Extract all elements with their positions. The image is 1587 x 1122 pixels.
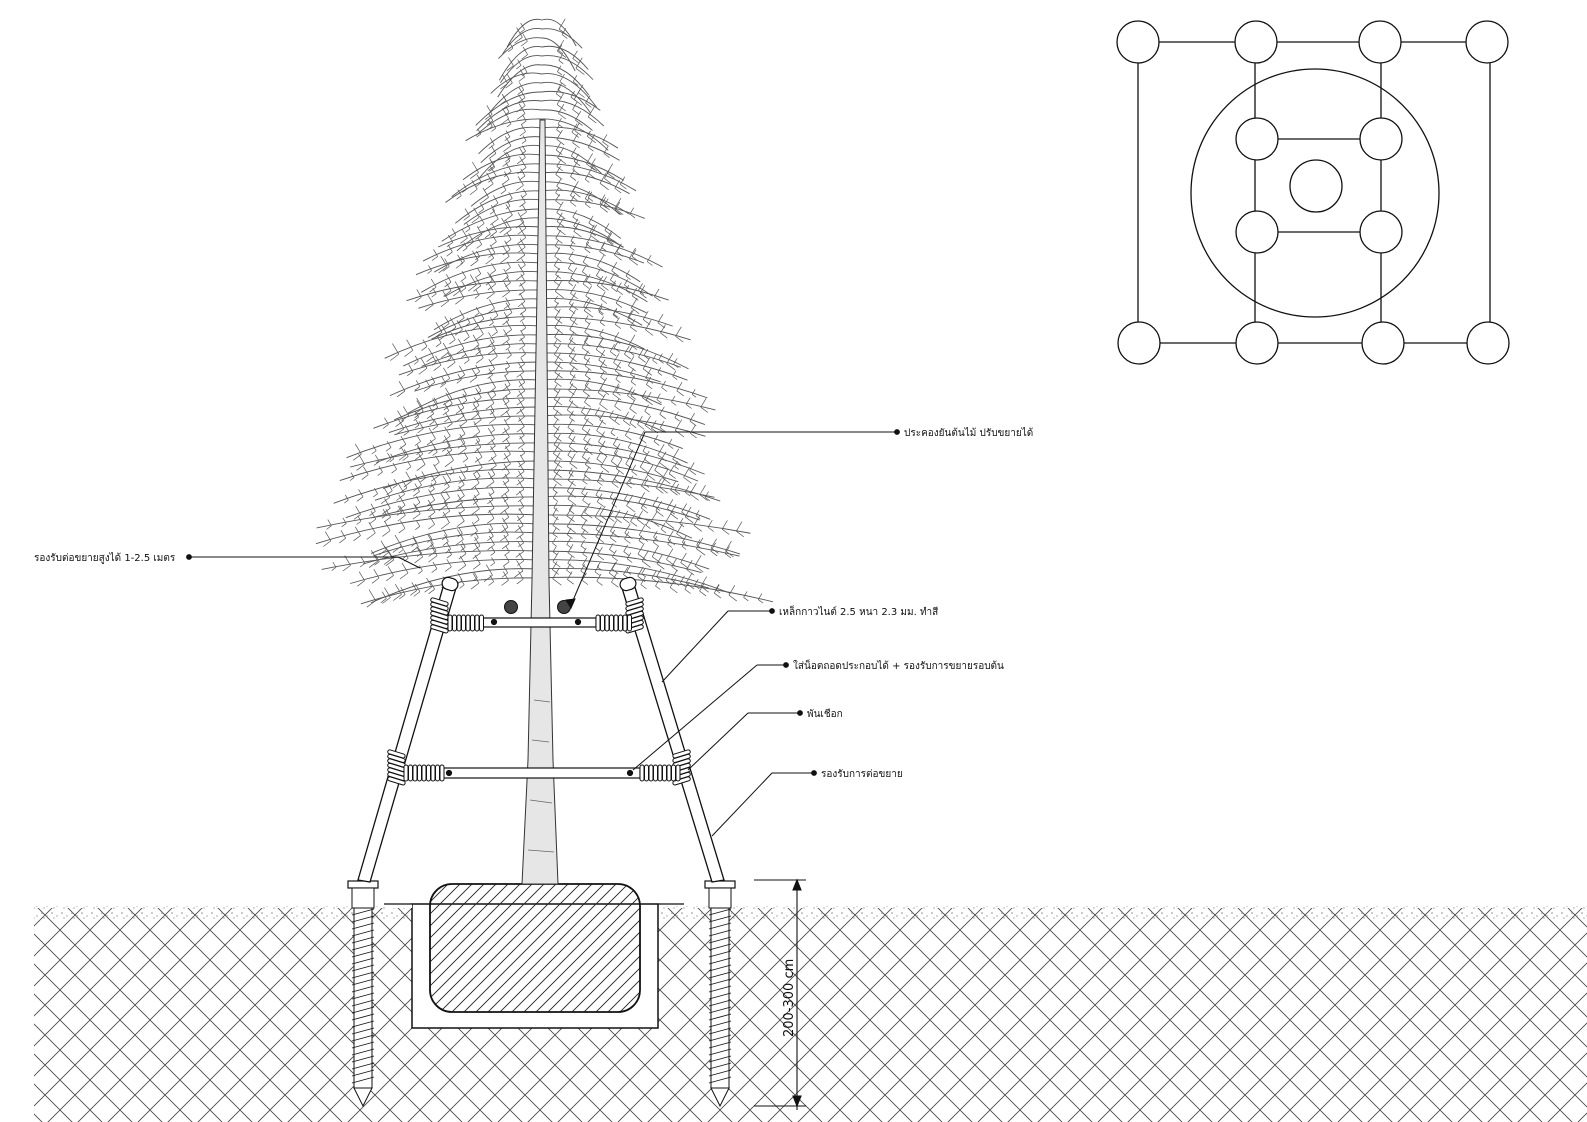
plan-post xyxy=(1235,210,1279,254)
pit-left-gap xyxy=(386,904,412,908)
root-ball xyxy=(429,883,641,1013)
ground-anchor-left xyxy=(347,880,379,1108)
ground-anchors xyxy=(347,880,736,1108)
tree xyxy=(315,18,774,885)
label-cage: ประคองยันต้นไม้ ปรับขยายได้ xyxy=(904,427,1033,439)
tree-foliage xyxy=(315,18,774,608)
depth-dimension-label: 200-300 cm xyxy=(782,959,797,1037)
label-steel: เหล็กกาวไนต์ 2.5 หนา 2.3 มม. ทำสี xyxy=(779,604,938,618)
ground-section xyxy=(34,883,1587,1122)
plan-post xyxy=(1466,321,1510,365)
leader-lines xyxy=(186,429,900,837)
tree-trunk xyxy=(521,119,559,885)
label-bolt: ใส่น็อตถอดประกอบได้ + รองรับการขยายรอบต้… xyxy=(793,658,1004,672)
plan-post xyxy=(1361,321,1405,365)
label-wrap: พันเชือก xyxy=(807,708,843,720)
plan-post xyxy=(1235,117,1279,161)
support-cage xyxy=(357,576,725,883)
label-extend-height: รองรับต่อขยายสูงได้ 1-2.5 เมตร xyxy=(34,552,176,564)
plan-outer-circle xyxy=(1190,68,1440,318)
plan-post xyxy=(1358,20,1402,64)
plan-trunk-circle xyxy=(1289,159,1343,213)
plan-post xyxy=(1117,321,1161,365)
plan-post xyxy=(1234,20,1278,64)
plan-post xyxy=(1235,321,1279,365)
plan-post xyxy=(1116,20,1160,64)
plan-post xyxy=(1359,117,1403,161)
plan-post xyxy=(1465,20,1509,64)
ground-anchor-right xyxy=(704,880,736,1108)
label-extension: รองรับการต่อขยาย xyxy=(821,769,903,780)
soil-hatch xyxy=(34,908,1587,1122)
plan-post xyxy=(1359,210,1403,254)
topsoil-band xyxy=(34,906,1587,920)
lower-ring-bar xyxy=(439,767,641,779)
depth-dimension xyxy=(754,878,806,1110)
plan-view xyxy=(1116,20,1510,365)
